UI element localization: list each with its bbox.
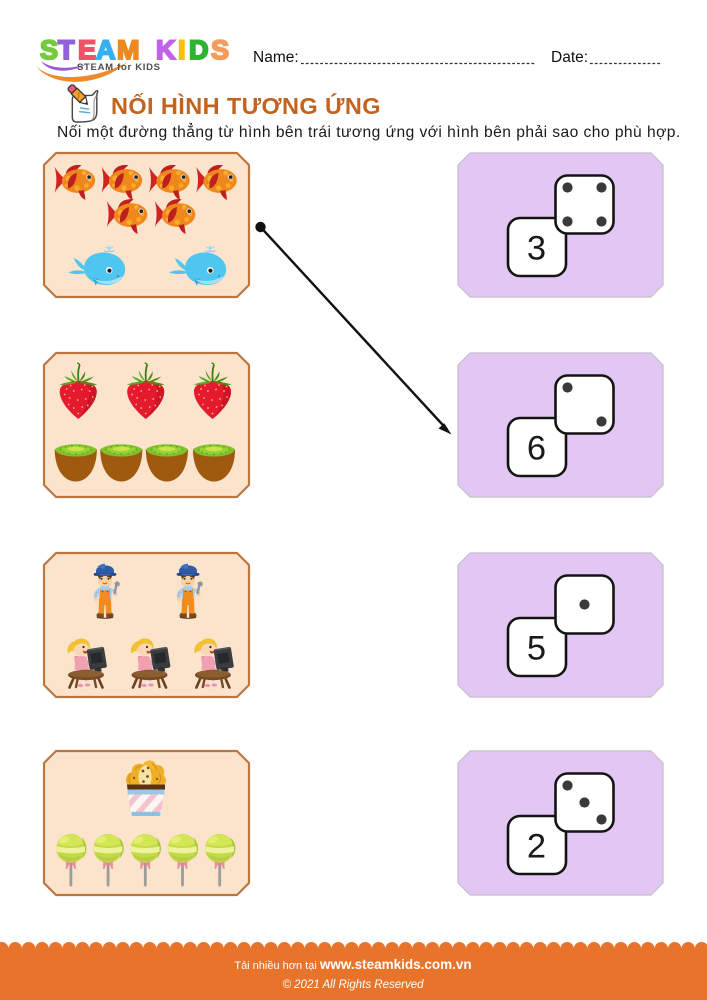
svg-text:6: 6: [527, 430, 546, 468]
svg-text:5: 5: [527, 630, 546, 668]
svg-text:E: E: [78, 35, 96, 65]
svg-text:STEAM for KIDS: STEAM for KIDS: [77, 62, 161, 73]
svg-text:© 2021 All Rights Reserved: © 2021 All Rights Reserved: [282, 979, 424, 991]
svg-text:M: M: [117, 35, 140, 65]
svg-text:3: 3: [527, 230, 546, 268]
svg-text:NỐI HÌNH TƯƠNG ỨNG: NỐI HÌNH TƯƠNG ỨNG: [111, 92, 381, 119]
svg-text:2: 2: [527, 828, 546, 866]
svg-text:K: K: [156, 35, 176, 65]
svg-text:Date:: Date:: [551, 49, 588, 66]
svg-text:S: S: [40, 35, 58, 65]
svg-text:Name:: Name:: [253, 49, 299, 66]
svg-text:T: T: [58, 35, 75, 65]
svg-text:Nối một đường thẳng từ hình bê: Nối một đường thẳng từ hình bên trái tươ…: [57, 122, 681, 141]
svg-text:I: I: [178, 35, 186, 65]
svg-text:A: A: [96, 35, 116, 65]
svg-text:S: S: [211, 35, 229, 65]
svg-text:Tải nhiều hơn tại www.steamkid: Tải nhiều hơn tại www.steamkids.com.vn: [234, 957, 471, 972]
svg-text:D: D: [189, 35, 209, 65]
